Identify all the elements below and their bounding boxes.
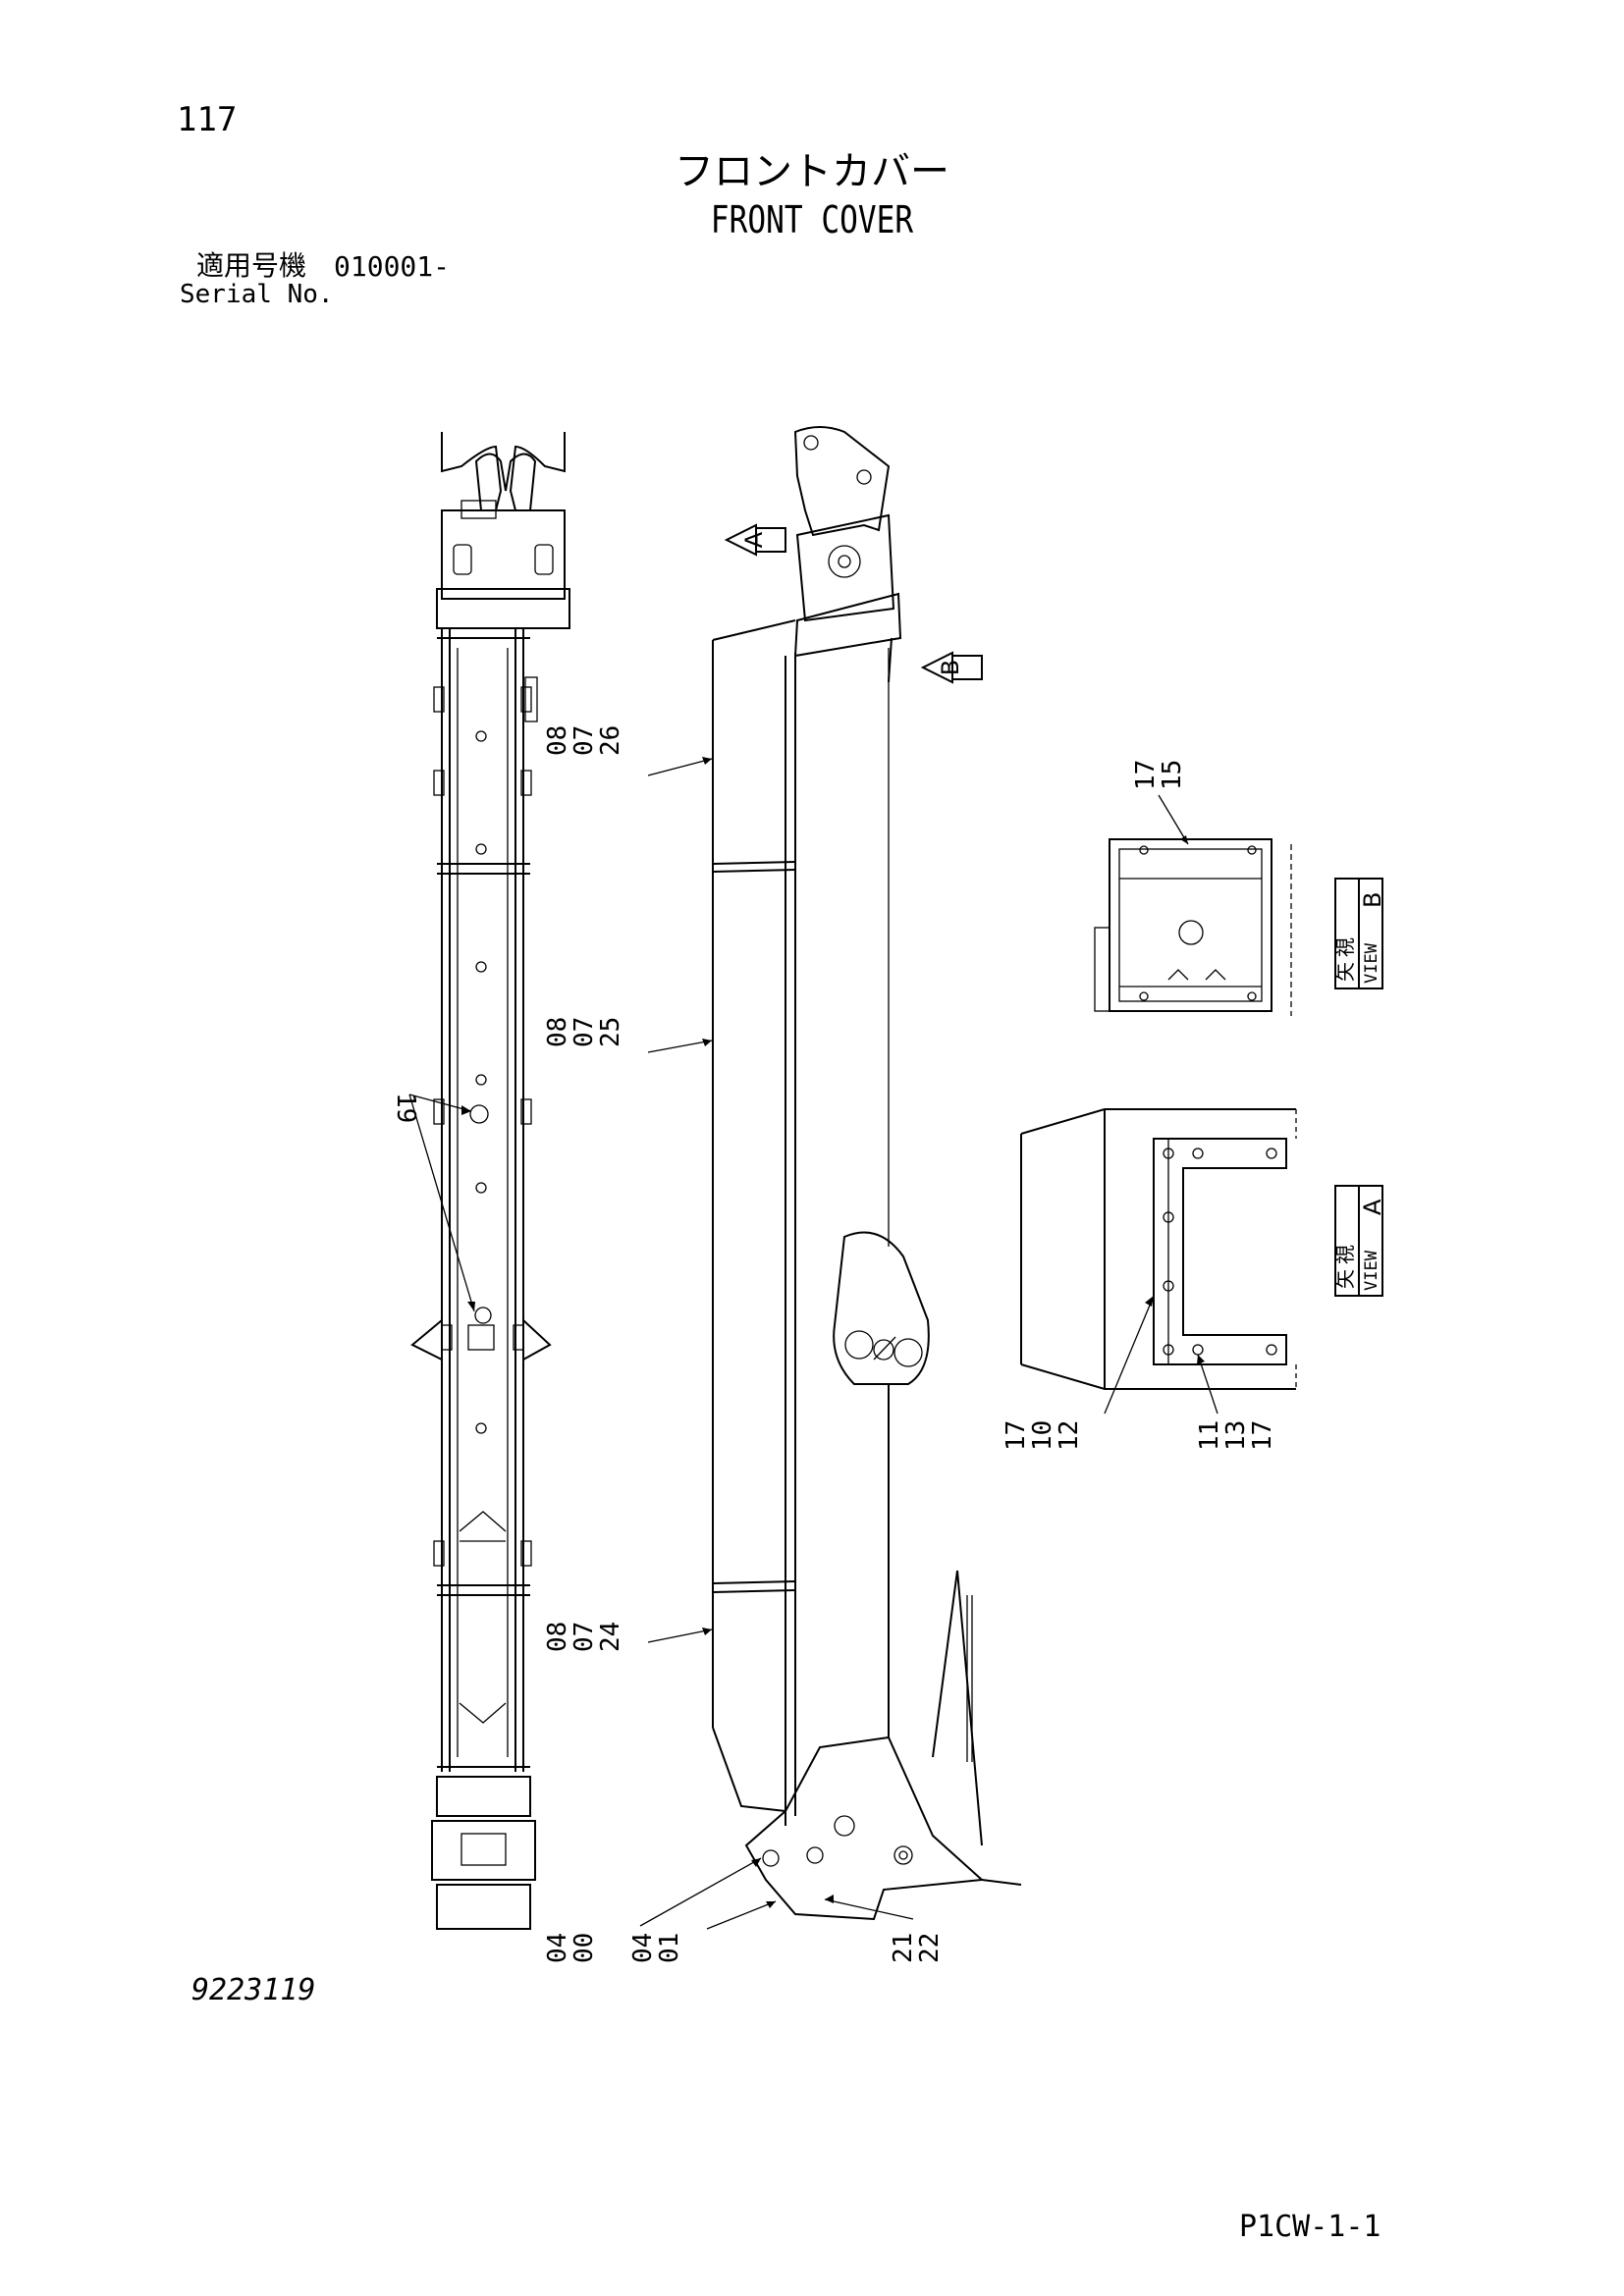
svg-text:07: 07: [569, 1017, 599, 1047]
svg-text:視: 視: [1333, 1245, 1357, 1264]
boom-top-view: [410, 432, 570, 1930]
svg-text:10: 10: [1028, 1420, 1057, 1451]
page-code: P1CW-1-1: [1239, 2210, 1381, 2244]
boom-side-view: A B: [712, 426, 1022, 1921]
svg-text:視: 視: [1333, 937, 1357, 957]
svg-text:08: 08: [543, 725, 572, 756]
view-a-marker: A: [740, 531, 768, 548]
svg-text:A: A: [1359, 1199, 1386, 1215]
svg-text:07: 07: [569, 1622, 599, 1652]
callout-08-07-25: 08 07 25: [543, 1017, 713, 1053]
title-japanese: フロントカバー: [675, 149, 949, 194]
serial-number-value: 010001-: [334, 250, 451, 283]
callout-08-07-26: 08 07 26: [543, 725, 713, 776]
callout-17-10-12: 17 10 12: [1001, 1295, 1155, 1451]
svg-text:12: 12: [1055, 1420, 1084, 1451]
svg-text:24: 24: [596, 1622, 625, 1652]
callout-04-00: 04 00: [543, 1857, 762, 1963]
serial-label-english: Serial No.: [180, 280, 334, 309]
svg-text:15: 15: [1158, 760, 1187, 790]
callout-11-13-17: 11 13 17: [1195, 1354, 1277, 1451]
svg-text:26: 26: [596, 725, 625, 756]
callout-19: 19: [391, 1093, 475, 1312]
view-a-detail: [1020, 1108, 1297, 1390]
svg-text:11: 11: [1195, 1420, 1224, 1451]
svg-text:21: 21: [889, 1933, 918, 1963]
page-number: 117: [177, 100, 238, 139]
svg-text:矢: 矢: [1333, 962, 1357, 982]
callout-08-07-24: 08 07 24: [543, 1622, 713, 1652]
svg-text:13: 13: [1221, 1420, 1251, 1451]
view-b-detail: [1094, 838, 1292, 1016]
svg-text:04: 04: [628, 1933, 658, 1963]
svg-text:08: 08: [543, 1017, 572, 1047]
svg-text:B: B: [1359, 892, 1386, 908]
callout-21-22: 21 22: [824, 1895, 945, 1963]
callout-17-15: 17 15: [1131, 760, 1189, 845]
svg-text:04: 04: [543, 1933, 572, 1963]
svg-text:VIEW: VIEW: [1362, 1250, 1381, 1291]
drawing-number: 9223119: [191, 1973, 316, 2007]
svg-text:07: 07: [569, 725, 599, 756]
view-b-marker: B: [937, 660, 964, 675]
svg-text:22: 22: [915, 1933, 945, 1963]
callout-04-01: 04 01: [628, 1900, 777, 1963]
svg-text:17: 17: [1248, 1420, 1277, 1451]
svg-text:VIEW: VIEW: [1362, 942, 1381, 984]
svg-text:25: 25: [596, 1017, 625, 1047]
svg-text:00: 00: [569, 1933, 599, 1963]
view-a-label: 矢 視 VIEW A: [1333, 1185, 1386, 1297]
serial-label-japanese: 適用号機: [196, 249, 307, 282]
view-b-label: 矢 視 VIEW B: [1333, 878, 1386, 989]
svg-text:17: 17: [1131, 760, 1161, 790]
title-english: FRONT COVER: [710, 198, 914, 241]
svg-text:17: 17: [1001, 1420, 1031, 1451]
svg-text:01: 01: [655, 1933, 684, 1963]
svg-text:矢: 矢: [1333, 1269, 1357, 1289]
svg-text:08: 08: [543, 1622, 572, 1652]
callout-19-label: 19: [391, 1093, 420, 1123]
